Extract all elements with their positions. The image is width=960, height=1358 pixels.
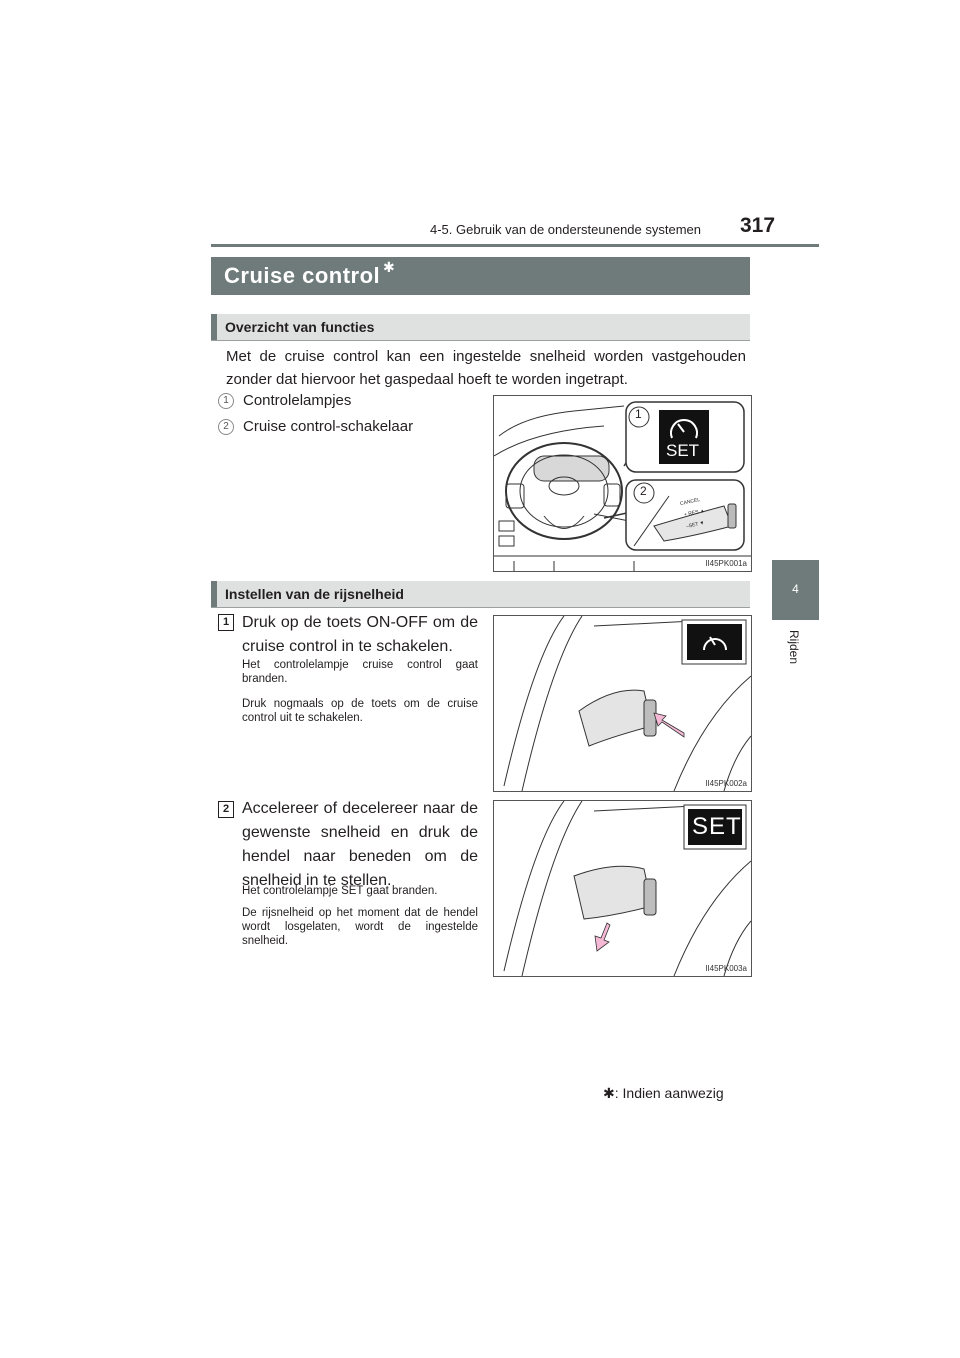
page-title-bar: Cruise control ✱ [211,257,750,295]
lever-on-off-illustration [503,616,751,791]
figure-code: II45PK003a [705,964,747,973]
step-2-figure: SET II45PK003a [493,800,752,977]
footnote-star-icon: ✱ [603,1085,615,1101]
page-number: 317 [740,214,776,237]
steering-wheel-illustration [494,401,751,571]
overview-heading-bar: Overzicht van functies [211,314,750,341]
overview-figure: 1 2 SET CANCEL + RES ▲ –SET ▼ II45PK001a [493,395,752,572]
running-header-section: 4-5. Gebruik van de ondersteunende syste… [430,222,702,237]
heading-accent [211,581,217,607]
figure-code: II45PK001a [705,559,747,568]
step-2-note-2: De rijsnelheid op het moment dat de hend… [242,907,478,947]
step-number-1: 1 [218,614,234,631]
step-1-text: Druk op de toets ON-OFF om de cruise con… [242,614,478,655]
step-1-note-1: Het controlelampje cruise control gaat b… [242,659,478,685]
item-label-schakelaar: Cruise control-schakelaar [243,418,414,435]
chapter-tab: 4 [772,560,819,620]
set-indicator-text: SET [692,813,742,840]
overview-intro: Met de cruise control kan een ingestelde… [226,348,746,388]
figure-code: II45PK002a [705,779,747,788]
callout-1-label: 1 [635,407,642,421]
item-number-2: 2 [218,419,234,435]
header-rule [211,244,819,247]
item-number-1: 1 [218,393,234,409]
setting-heading: Instellen van de rijsnelheid [225,586,404,602]
footnote-text: : Indien aanwezig [614,1085,724,1101]
step-1-note-2: Druk nogmaals op de toets om de cruise c… [242,698,478,724]
heading-accent [211,314,217,340]
lever-set-illustration [503,801,751,976]
setting-heading-bar: Instellen van de rijsnelheid [211,581,750,608]
chapter-number: 4 [792,582,799,596]
page-title: Cruise control [224,263,381,288]
item-label-controlelampjes: Controlelampjes [243,392,352,409]
callout-2-label: 2 [640,484,647,498]
title-star-icon: ✱ [383,259,395,275]
overview-heading: Overzicht van functies [225,319,375,335]
step-2-text: Accelereer of decelereer naar de gewenst… [242,800,478,889]
set-indicator-text: SET [666,441,700,460]
step-1-figure: II45PK002a [493,615,752,792]
chapter-label: Rijden [787,630,801,665]
step-number-2: 2 [218,801,234,818]
step-2-note-1: Het controlelampje SET gaat branden. [242,885,438,897]
footnote: ✱: Indien aanwezig [603,1085,724,1102]
